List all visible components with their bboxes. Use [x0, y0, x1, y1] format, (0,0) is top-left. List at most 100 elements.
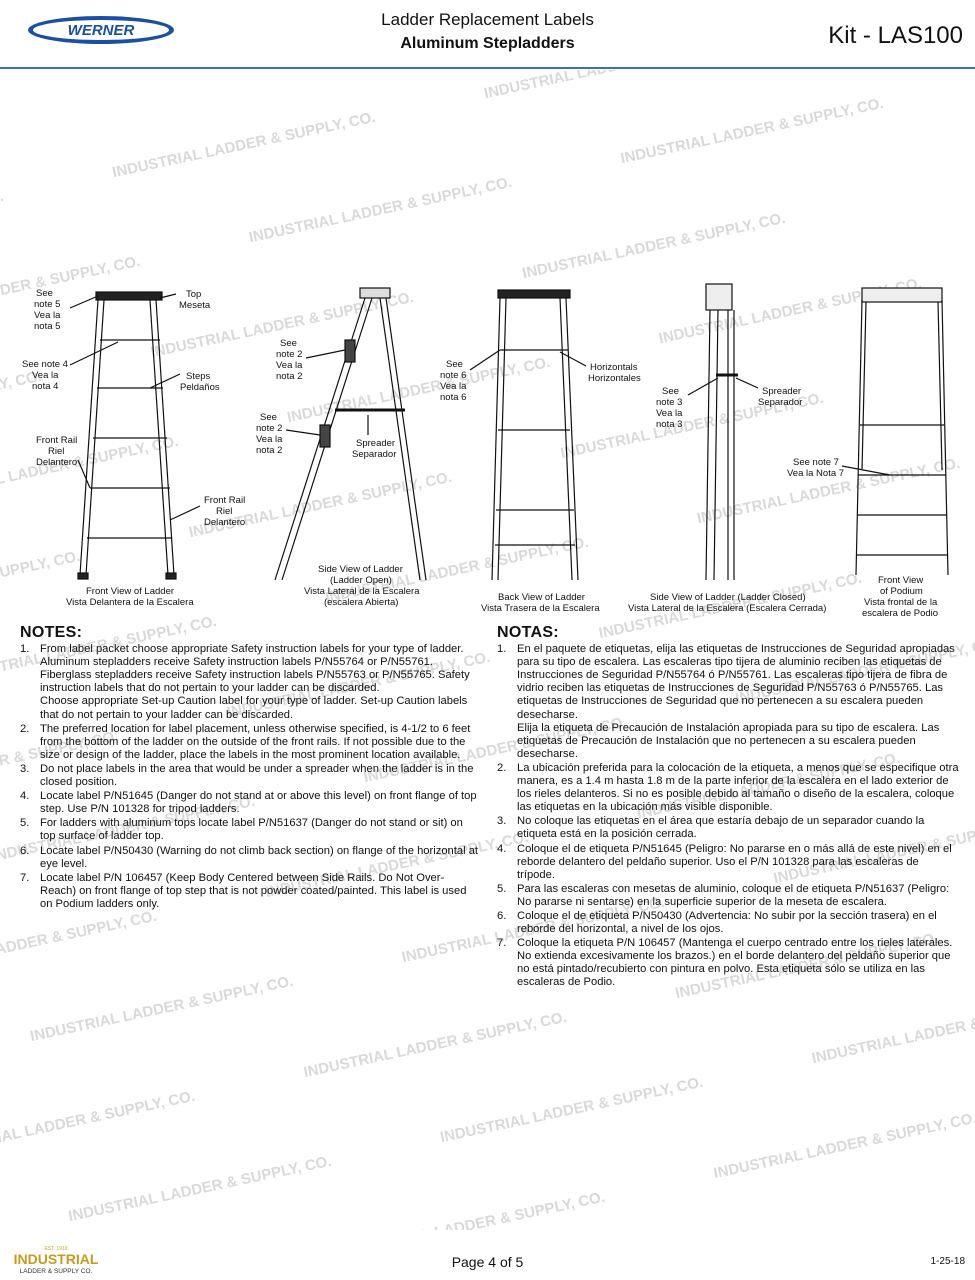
label-see-note2b: See	[260, 412, 277, 423]
kit-number: Kit - LAS100	[828, 22, 963, 49]
label-note5-line4: nota 5	[34, 321, 60, 332]
note-text: Locate label P/N 106457 (Keep Body Cente…	[40, 871, 467, 910]
watermark-text: INDUSTRIAL LADDER & SUPPLY, CO.	[67, 1153, 333, 1225]
industrial-ladder-logo: EST. 1919 INDUSTRIAL LADDER & SUPPLY CO.	[14, 1246, 99, 1275]
svg-text:Separador: Separador	[758, 397, 802, 408]
document-title: Ladder Replacement Labels	[381, 10, 594, 29]
label-spreader-open: Spreader	[356, 438, 395, 449]
svg-text:Vista Trasera de la Escalera: Vista Trasera de la Escalera	[481, 603, 600, 614]
watermark-text: INDUSTRIAL LADDER & SUPPLY, CO.	[340, 1189, 606, 1230]
note-extra-text: Choose appropriate Set-up Caution label …	[40, 695, 468, 721]
note-item: 5. For ladders with aluminum tops locate …	[20, 817, 480, 843]
note-number: 1.	[497, 643, 507, 656]
note-text: Locate label P/N50430 (Warning do not cl…	[40, 844, 479, 870]
note-number: 6.	[497, 909, 507, 922]
svg-text:Horizontales: Horizontales	[588, 373, 641, 384]
note-text: Coloque el de etiqueta P/N50430 (Adverte…	[517, 909, 937, 936]
svg-text:note 6: note 6	[440, 370, 466, 381]
svg-text:Separador: Separador	[352, 449, 396, 460]
watermark-text: INDUSTRIAL LADDER & SUPPLY, CO.	[439, 1074, 705, 1146]
label-front-rail-2: Front Rail	[204, 495, 245, 506]
page-header: WERNER Ladder Replacement Labels Aluminu…	[0, 0, 975, 70]
note-number: 5.	[20, 817, 30, 830]
watermark-text: INDUSTRIAL LADDER & SUPPLY, CO.	[247, 174, 513, 246]
note-item: 4. Locate label P/N51645 (Danger do not s…	[20, 790, 480, 816]
note-number: 3.	[20, 762, 30, 775]
caption-podium: Front View	[878, 575, 923, 586]
note-item: 2. La ubicación preferida para la colocac…	[497, 762, 959, 814]
watermark-text: INDUSTRIAL LADDER & SUPPLY, CO.	[483, 70, 749, 102]
watermark-text: INDUSTRIAL LADDER & SUPPLY, CO.	[302, 1009, 568, 1081]
svg-text:Vea la: Vea la	[276, 360, 303, 371]
back-view-ladder	[491, 289, 579, 581]
document-subtitle: Aluminum Stepladders	[400, 35, 575, 52]
note-item: 1.En el paquete de etiquetas, elija las …	[497, 643, 959, 761]
note-number: 7.	[20, 871, 30, 884]
note-text: Para las escaleras con mesetas de alumin…	[517, 882, 950, 908]
svg-text:Vea la Nota 7: Vea la Nota 7	[787, 468, 844, 479]
label-note5-line2: note 5	[34, 299, 60, 310]
note-number: 7.	[497, 937, 507, 950]
note-number: 4.	[20, 790, 30, 803]
svg-text:(Ladder Open): (Ladder Open)	[330, 575, 392, 586]
label-note4-line3: nota 4	[32, 381, 58, 392]
note-text: La ubicación preferida para la colocació…	[517, 761, 959, 814]
notes-english: NOTES: 1.From label packet choose approp…	[20, 624, 480, 912]
note-number: 4.	[497, 842, 507, 855]
label-see-note2a: See	[280, 338, 297, 349]
label-riel-1: Riel	[48, 446, 64, 457]
page-number: Page 4 of 5	[451, 1254, 524, 1270]
label-spreader-closed: Spreader	[762, 386, 801, 397]
svg-text:Vea la: Vea la	[656, 408, 683, 419]
label-delantero-1: Delantero	[36, 457, 77, 468]
label-steps: Steps	[186, 371, 211, 382]
note-number: 5.	[497, 882, 507, 895]
note-text: Do not place labels in the area that wou…	[40, 762, 474, 789]
svg-text:(escalera Abierta): (escalera Abierta)	[324, 597, 398, 608]
label-peldanos: Peldaños	[180, 382, 220, 393]
svg-text:escalera de Podio: escalera de Podio	[862, 608, 938, 619]
note-text: From label packet choose appropriate Saf…	[40, 643, 470, 695]
notas-list: 1.En el paquete de etiquetas, elija las …	[497, 643, 959, 989]
werner-logo: WERNER	[28, 16, 174, 44]
note-number: 6.	[20, 844, 30, 857]
logo-text: WERNER	[68, 22, 135, 39]
note-item: 1. From label packet choose appropriate S…	[20, 643, 480, 722]
note-text: For ladders with aluminum tops locate la…	[40, 817, 463, 843]
note-extra-text: Elija la etiqueta de Precaución de Insta…	[517, 721, 940, 760]
watermark-text: INDUSTRIAL LADDER & SUPPLY, CO.	[712, 1110, 975, 1182]
watermark-text: INDUSTRIAL LADDER & SUPPLY, CO.	[810, 995, 975, 1067]
note-text: No coloque las etiquetas en el área que …	[517, 815, 925, 841]
notes-spanish: NOTAS: 1.En el paquete de etiquetas, eli…	[497, 624, 959, 991]
watermark-text: INDUSTRIAL LADDER & SUPPLY, CO.	[0, 188, 5, 260]
label-note4-line2: Vea la	[32, 370, 59, 381]
watermark-text: INDUSTRIAL LADDER & SUPPLY, CO.	[0, 1088, 196, 1160]
note-item: 6. Coloque el de etiqueta P/N50430 (Adver…	[497, 910, 959, 936]
svg-text:nota 2: nota 2	[256, 445, 282, 456]
ladder-diagram: See note 5 Vea la nota 5 Top Meseta See …	[22, 283, 949, 619]
svg-text:Vista Lateral de la Escalera (: Vista Lateral de la Escalera (Escalera C…	[628, 603, 826, 614]
label-horizontals: Horizontals	[590, 362, 638, 373]
label-riel-2: Riel	[216, 506, 232, 517]
svg-text:LADDER & SUPPLY CO.: LADDER & SUPPLY CO.	[20, 1268, 93, 1275]
note-text: Locate label P/N51645 (Danger do not sta…	[40, 790, 477, 816]
note-item: 3. No coloque las etiquetas en el área qu…	[497, 815, 959, 841]
caption-front-view: Front View of Ladder	[86, 586, 174, 597]
note-number: 2.	[497, 761, 507, 774]
svg-text:INDUSTRIAL: INDUSTRIAL	[14, 1251, 99, 1267]
notes-list: 1. From label packet choose appropriate S…	[20, 643, 480, 911]
label-delantero-2: Delantero	[204, 517, 245, 528]
note-number: 3.	[497, 815, 507, 828]
note-item: 5. Para las escaleras con mesetas de alum…	[497, 883, 959, 909]
svg-text:EST. 1919: EST. 1919	[44, 1246, 67, 1252]
note-number: 1.	[20, 643, 30, 656]
watermark-text: INDUSTRIAL LADDER & SUPPLY, CO.	[619, 95, 885, 167]
note-text: Coloque la etiqueta P/N 106457 (Mantenga…	[517, 937, 953, 989]
side-view-open-ladder	[274, 287, 427, 581]
note-item: 7. Coloque la etiqueta P/N 106457 (Manten…	[497, 937, 959, 989]
svg-text:nota 3: nota 3	[656, 419, 682, 430]
label-see-note5: See	[36, 288, 53, 299]
caption-side-open: Side View of Ladder	[318, 564, 403, 575]
svg-text:note 2: note 2	[256, 423, 282, 434]
label-top: Top	[186, 289, 201, 300]
